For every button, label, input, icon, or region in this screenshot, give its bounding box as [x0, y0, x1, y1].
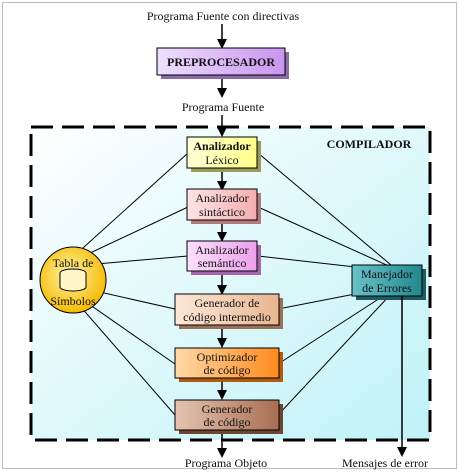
- intermediate-code-label-2: código intermedio: [183, 310, 271, 324]
- errors-label: Mensajes de error: [342, 456, 428, 470]
- codegen-label-1: Generador: [202, 402, 253, 416]
- optimizer-label-2: de código: [204, 363, 251, 377]
- lexer-label-1: Analizador: [193, 139, 251, 153]
- codegen-box: [174, 399, 280, 431]
- semantic-label-1: Analizador: [195, 243, 248, 257]
- input-label: Programa Fuente con directivas: [147, 9, 300, 23]
- error-manager-box: [351, 264, 423, 297]
- error-manager-label-1: Manejador: [361, 267, 413, 281]
- parser-label-1: Analizador: [195, 191, 248, 205]
- lexer-label-2: Léxico: [205, 153, 238, 167]
- parser-box: [186, 188, 258, 221]
- intermediate-code-label-1: Generador de: [195, 296, 260, 310]
- optimizer-label-1: Optimizador: [197, 350, 258, 364]
- lexer-box: [186, 136, 258, 169]
- codegen-label-2: de código: [204, 415, 251, 429]
- optimizer-box: [174, 347, 280, 379]
- preprocessor-label: PREPROCESADOR: [167, 55, 275, 69]
- semantic-label-2: semántico: [198, 256, 247, 270]
- intermediate-code-box: [174, 293, 280, 326]
- output-label: Programa Objeto: [185, 456, 267, 470]
- database-icon: [59, 268, 87, 292]
- diagram-canvas: COMPILADOR Programa Fuente con directiva…: [29, 9, 432, 470]
- intermediate-label: Programa Fuente: [182, 100, 264, 114]
- semantic-box: [186, 240, 258, 272]
- symbol-table-label-2: Símbolos: [50, 294, 96, 308]
- error-manager-label-2: de Errores: [362, 281, 412, 295]
- parser-label-2: sintáctico: [199, 205, 245, 219]
- symbol-table-label-1: Tabla de: [53, 256, 94, 270]
- preprocessor-box: [156, 47, 286, 76]
- compiler-title: COMPILADOR: [327, 137, 412, 151]
- symbol-table: Tabla de Símbolos: [39, 246, 107, 314]
